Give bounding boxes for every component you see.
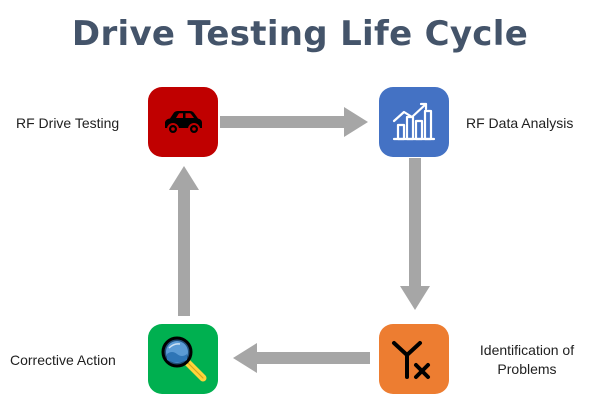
label-corrective-action: Corrective Action bbox=[10, 352, 116, 368]
antenna-no-signal-icon bbox=[390, 337, 438, 381]
magnifier-icon bbox=[158, 334, 208, 384]
arrow-identification-to-corrective bbox=[257, 352, 370, 364]
arrow-analysis-to-identification bbox=[409, 158, 421, 286]
arrow-head-right bbox=[344, 107, 368, 137]
car-icon bbox=[161, 107, 205, 137]
label-identification-line2: Problems bbox=[497, 361, 557, 377]
label-identification-of-problems: Identification of Problems bbox=[462, 341, 592, 379]
arrow-head-left bbox=[233, 343, 257, 373]
node-identification-of-problems bbox=[379, 324, 449, 394]
arrow-head-down bbox=[400, 286, 430, 310]
node-rf-drive-testing bbox=[148, 87, 218, 157]
diagram-title: Drive Testing Life Cycle bbox=[71, 14, 529, 54]
label-identification-line1: Identification of bbox=[479, 342, 575, 358]
node-rf-data-analysis bbox=[379, 87, 449, 157]
node-corrective-action bbox=[148, 324, 218, 394]
label-rf-data-analysis: RF Data Analysis bbox=[466, 115, 574, 131]
bar-chart-growth-icon bbox=[390, 99, 438, 145]
label-rf-drive-testing: RF Drive Testing bbox=[16, 115, 120, 131]
arrow-corrective-to-testing bbox=[178, 190, 190, 316]
arrow-head-up bbox=[169, 166, 199, 190]
arrow-testing-to-analysis bbox=[220, 116, 344, 128]
